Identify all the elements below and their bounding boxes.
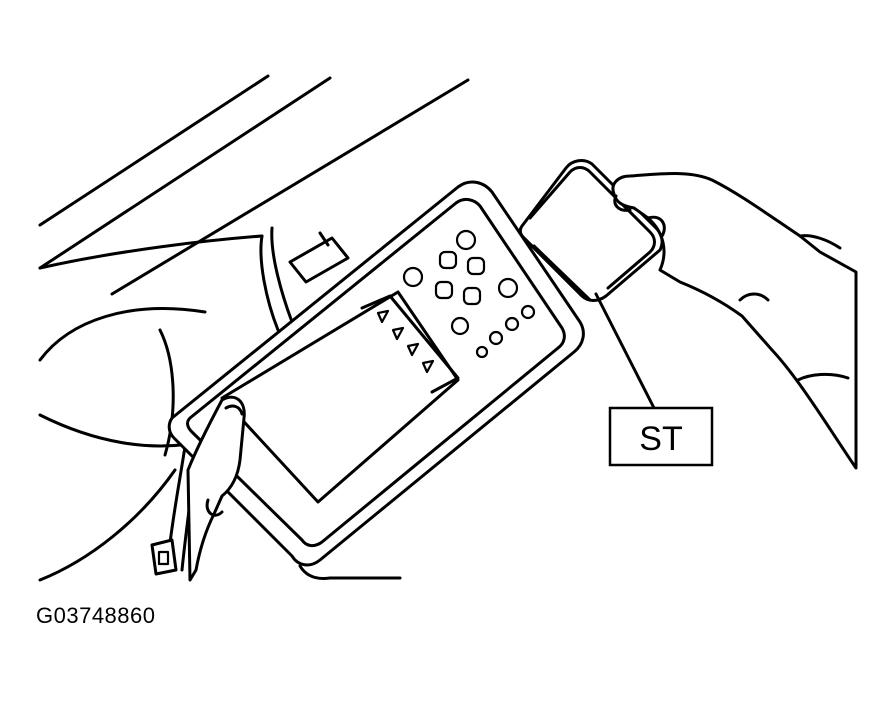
right-hand (611, 172, 858, 470)
tester-keypad (402, 229, 536, 359)
left-hand (186, 395, 402, 582)
callout-label: ST (639, 420, 682, 458)
screen-softkeys (376, 309, 435, 374)
tester-cable (150, 226, 350, 576)
handheld-tester (167, 180, 585, 567)
dashboard-lines (38, 74, 470, 582)
tester-screen (220, 290, 460, 504)
callout-leader (594, 292, 656, 410)
program-card (518, 159, 664, 302)
figure-id: G03748860 (36, 603, 156, 628)
st-callout: ST (608, 406, 714, 467)
